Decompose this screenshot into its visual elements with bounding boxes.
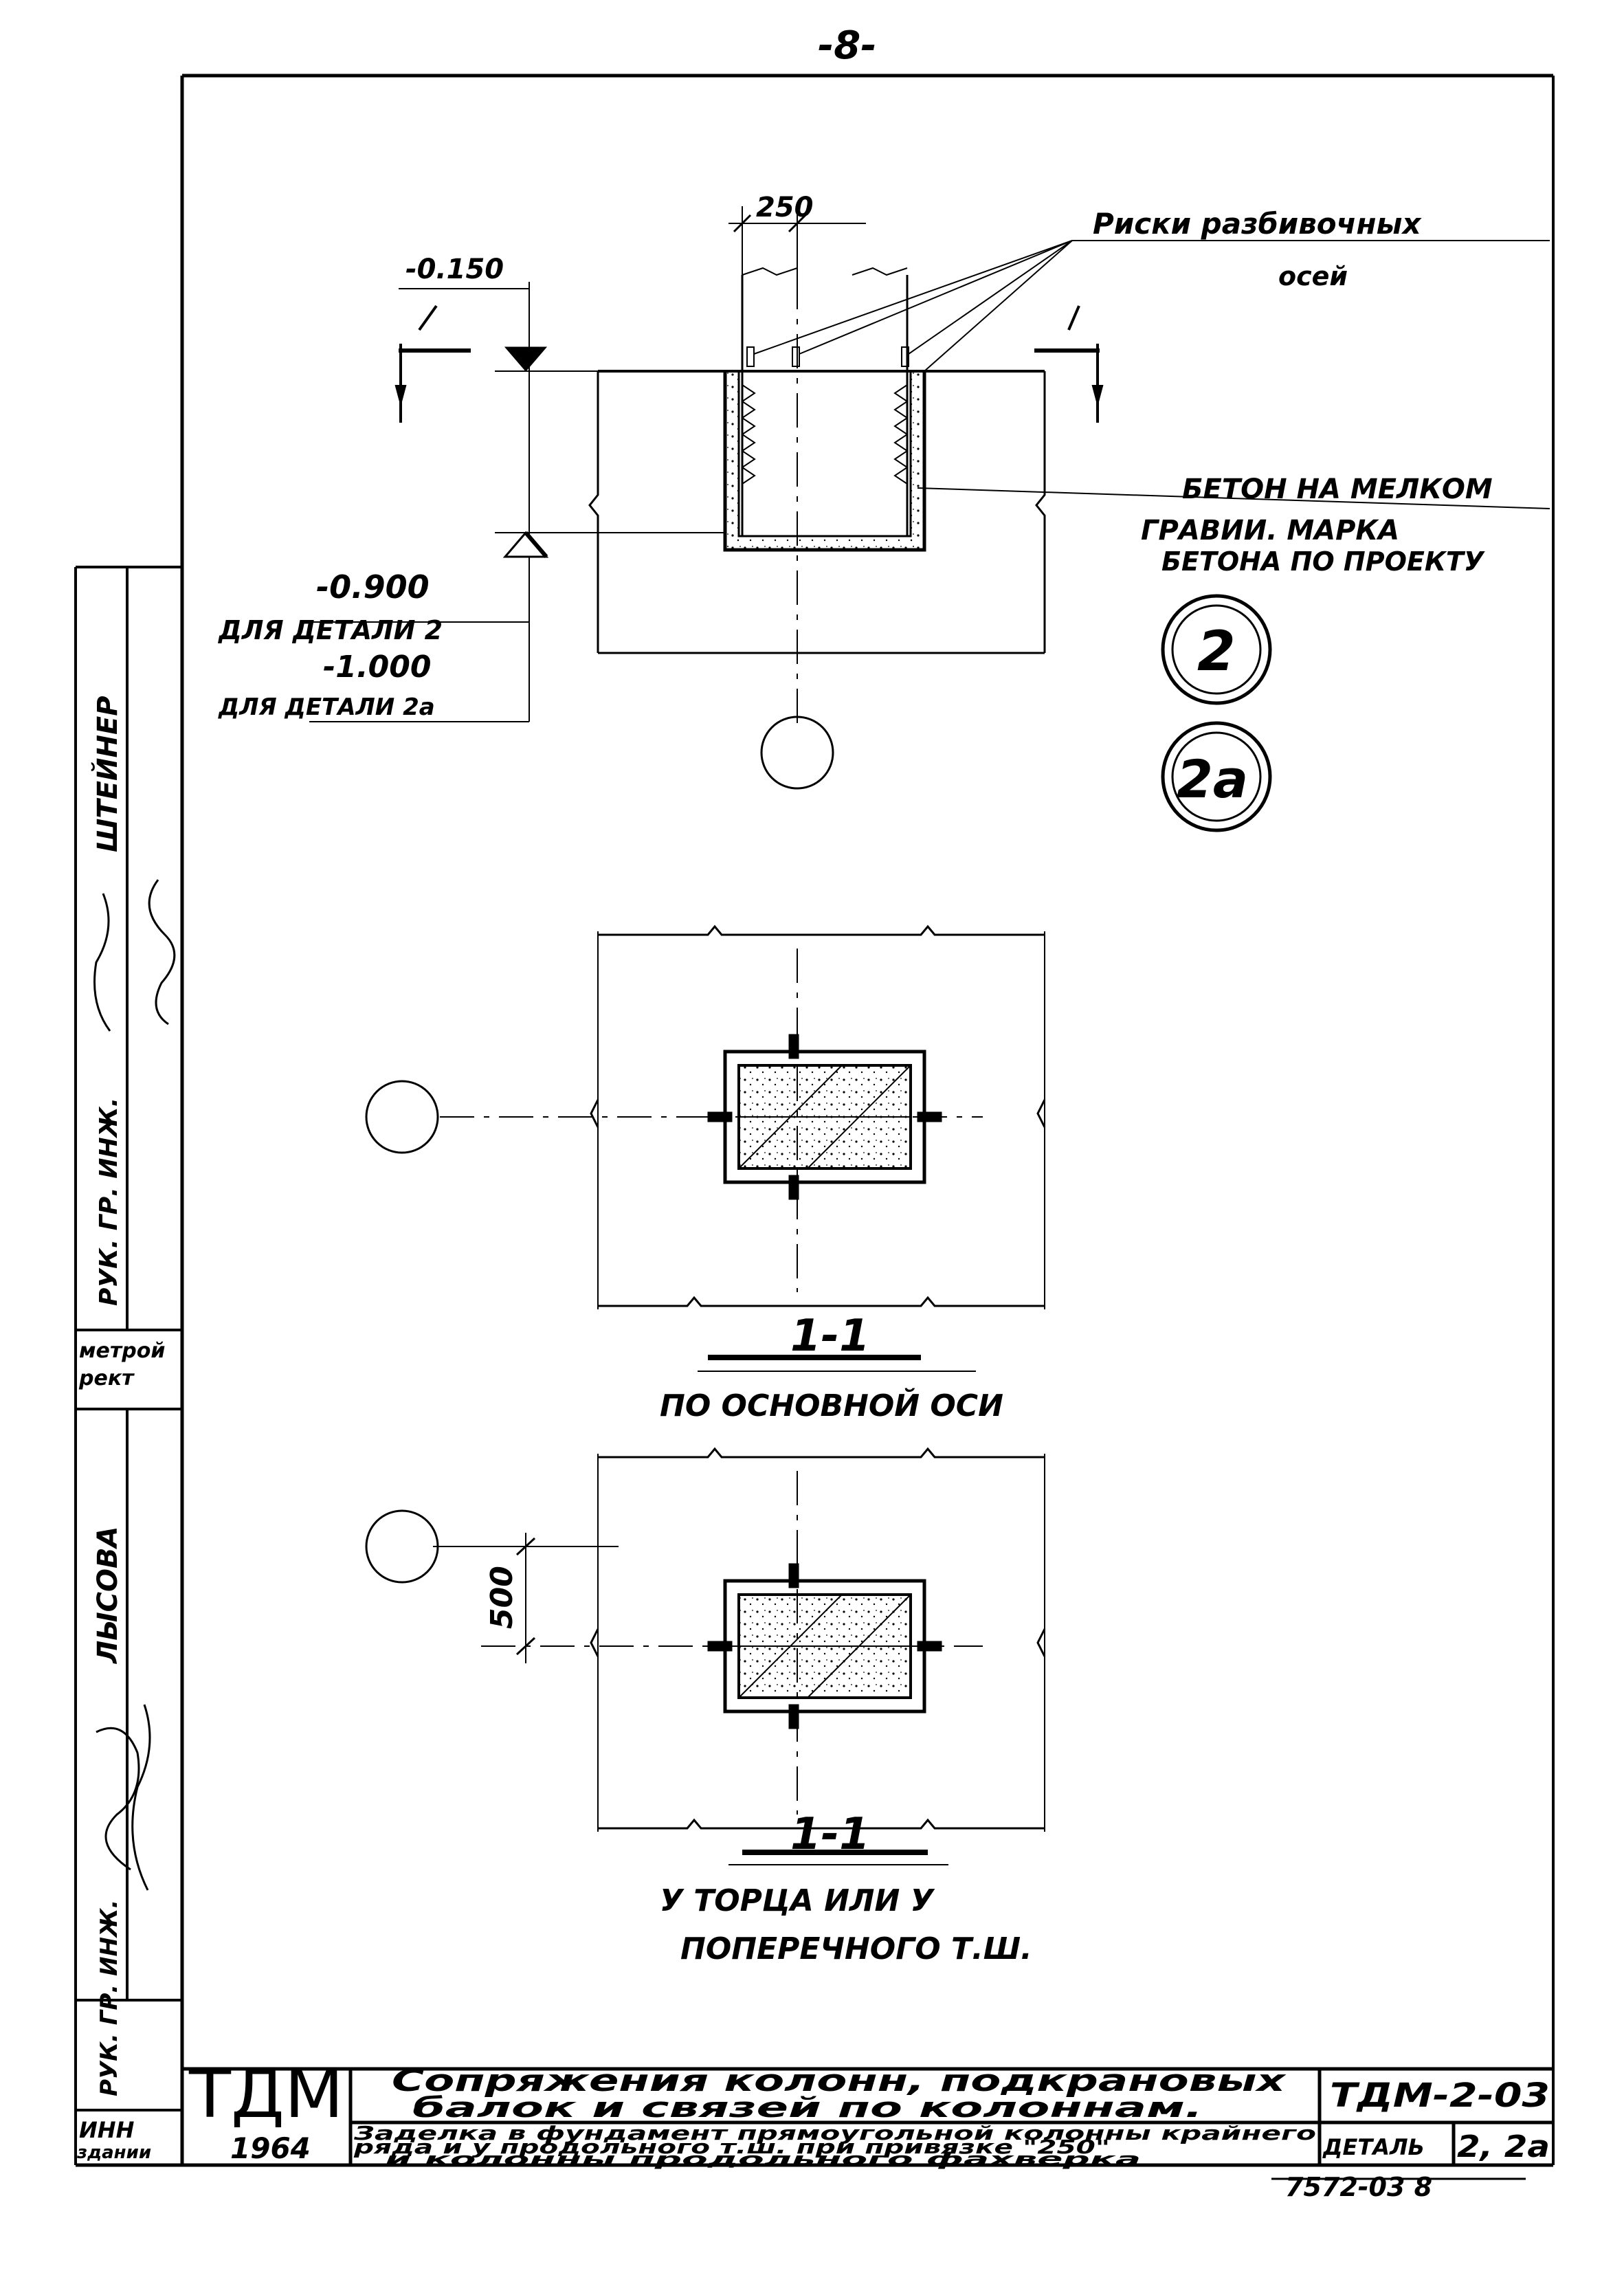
desc-line2: ряда и у продольного т.ш. при привязке "… (353, 2136, 1110, 2158)
detail-badge-2a (1161, 721, 1272, 832)
axis-bubble-end (365, 1509, 439, 1584)
section-end-caption-line1: У ТОРЦА ИЛИ У (660, 1883, 935, 1918)
signature-2 (96, 1704, 151, 1891)
section-end-title: 1-1 (790, 1809, 870, 1860)
stamp-role-1: РУК. ГР. ИНЖ. (95, 1098, 123, 1306)
signature-1 (93, 879, 176, 1032)
title-line2: балок и связей по колоннам. (412, 2092, 1203, 2124)
detail-label: ДЕТАЛЬ (1322, 2134, 1425, 2160)
logo: ТДМ (188, 2056, 344, 2133)
side-stamp (74, 566, 182, 2165)
stamp-role-3-line2: здании (76, 2142, 151, 2163)
elev-bottom-alt: -1.000 (323, 650, 431, 685)
desc-line1: Заделка в фундамент прямоугольной колонн… (353, 2122, 1316, 2144)
note-concrete-line3: БЕТОНА ПО ПРОЕКТУ (1161, 546, 1485, 577)
stamp-org-line1: метрой (79, 1339, 165, 1363)
section-main-plan (365, 924, 1046, 1372)
note-axes-line1: Риски разбивочных (1093, 207, 1422, 241)
section-end-caption-line2: ПОПЕРЕЧНОГО Т.Ш. (680, 1931, 1032, 1966)
desc-line3: и колонны продольного фахверка (385, 2149, 1141, 2170)
stamp-role-2: РУК. ГР. ИНЖ. (96, 1900, 123, 2096)
elev-bottom: -0.900 (316, 568, 430, 606)
axis-bubble-top (760, 716, 834, 790)
section-main-title: 1-1 (790, 1311, 870, 1362)
archive-number: 7572-03 8 (1285, 2172, 1432, 2202)
axis-bubble-main (365, 1080, 439, 1154)
section-main-caption: ПО ОСНОВНОЙ ОСИ (660, 1387, 1003, 1423)
title-line1: Сопряжения колонн, подкрановых (392, 2063, 1287, 2098)
note-axes-line2: осей (1278, 261, 1348, 291)
label-for-detail-2a: ДЛЯ ДЕТАЛИ 2а (218, 694, 435, 721)
page-number: -8- (818, 23, 876, 68)
detail-value: 2, 2а (1457, 2129, 1550, 2164)
detail-badge-2 (1161, 594, 1272, 705)
stamp-name-steiner: ШТЕЙНЕР (91, 696, 124, 852)
stamp-name-lysova: ЛЫСОВА (92, 1527, 124, 1664)
series-code: ТДМ-2-03 (1330, 2076, 1550, 2115)
section-end-plan (365, 1447, 1046, 1865)
detail-socket-section (309, 206, 1550, 790)
dim-500: 500 (485, 1566, 520, 1629)
title-block (182, 2067, 1553, 2165)
detail-badge-2a-label: 2а (1177, 749, 1248, 810)
year: 1964 (230, 2131, 311, 2165)
sheet-frame (76, 74, 1555, 2167)
elev-top: -0.150 (405, 254, 504, 285)
note-concrete-line2: ГРАВИИ. МАРКА (1141, 515, 1399, 546)
dim-250: 250 (756, 192, 814, 223)
detail-badge-2-label: 2 (1197, 619, 1236, 683)
stamp-role-3-line1: ИНН (79, 2117, 135, 2143)
label-for-detail-2: ДЛЯ ДЕТАЛИ 2 (218, 615, 443, 645)
note-concrete-line1: БЕТОН НА МЕЛКОМ (1182, 474, 1493, 505)
stamp-org-line2: рект (78, 1366, 135, 1390)
